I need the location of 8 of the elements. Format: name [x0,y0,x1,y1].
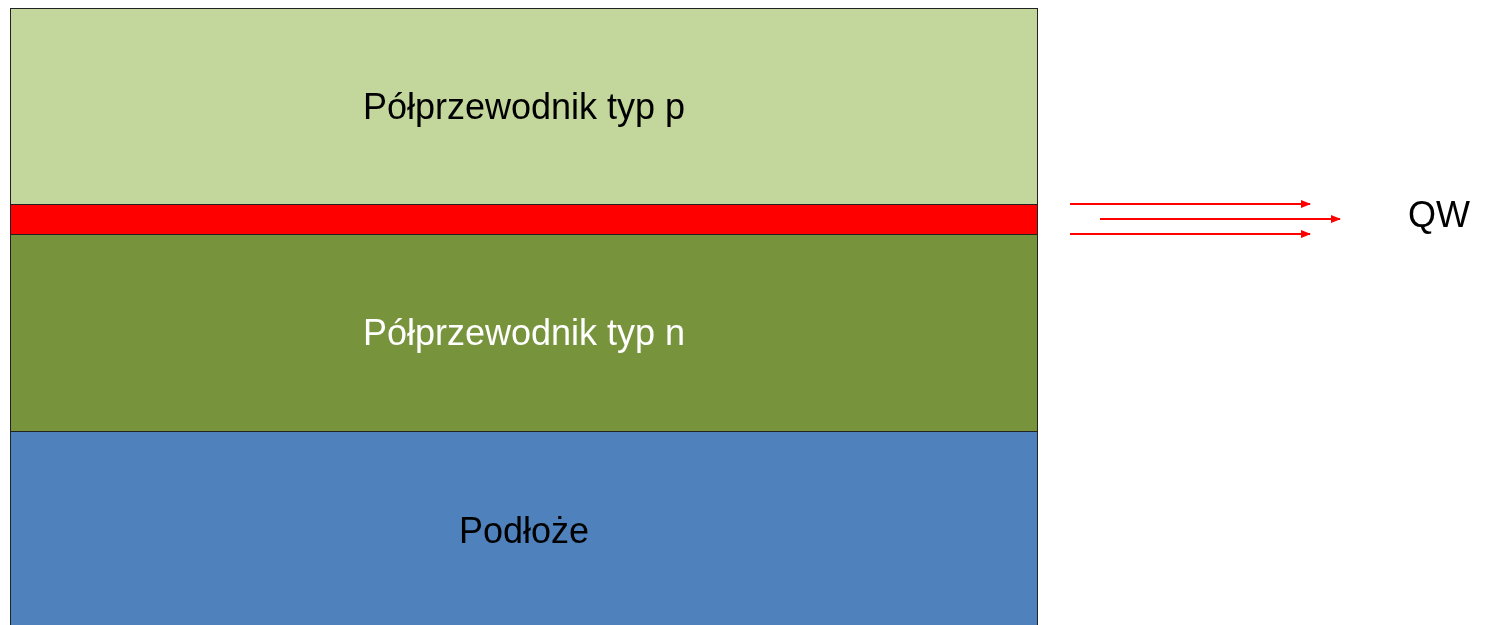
p-type-layer [10,8,1038,205]
layer-label: Półprzewodnik typ n [362,312,686,354]
quantum-well-layer [10,204,1038,235]
layer-name-label: QW [1408,194,1470,236]
layer-label: Podłoże [458,510,590,552]
substrate-layer [10,431,1038,625]
layer-label: Półprzewodnik typ p [362,85,686,128]
n-type-layer [10,234,1038,432]
